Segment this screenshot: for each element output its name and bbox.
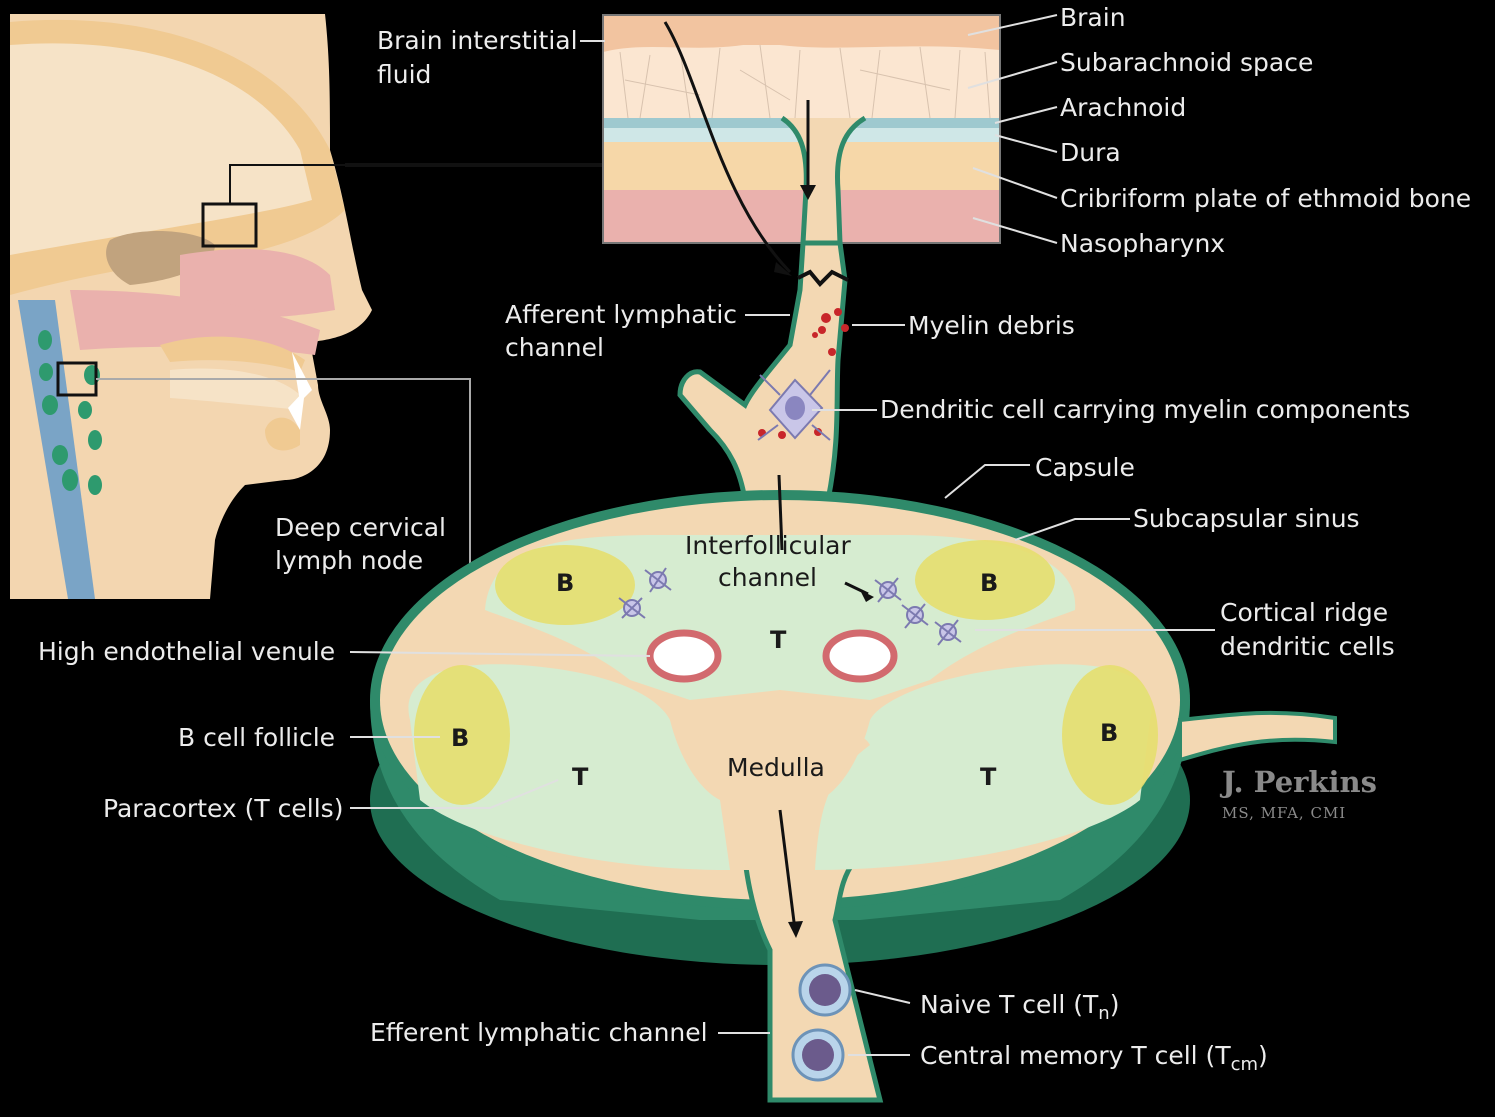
artist-signature: J. Perkins — [1219, 765, 1377, 799]
label-central-memory-t-cell: Central memory T cell (Tcm) — [920, 1041, 1268, 1075]
label-dura: Dura — [1060, 138, 1121, 167]
lymph-node — [370, 243, 1335, 1100]
label-efferent: Efferent lymphatic channel — [370, 1018, 708, 1047]
brain-layer — [603, 15, 1000, 50]
label-afferent-channel: channel — [505, 333, 604, 362]
label-naive-t-cell: Naive T cell (Tn) — [920, 990, 1119, 1024]
label-interfollicular-channel: channel — [718, 563, 817, 592]
label-capsule: Capsule — [1035, 453, 1135, 482]
label-nasopharynx: Nasopharynx — [1060, 229, 1225, 258]
label-hev: High endothelial venule — [38, 637, 335, 666]
label-dendritic-cells: dendritic cells — [1220, 632, 1395, 661]
right-lymphatic — [1180, 713, 1335, 760]
label-paracortex: Paracortex (T cells) — [103, 794, 343, 823]
subarachnoid-layer — [603, 45, 1000, 120]
head-sagittal-panel — [10, 14, 475, 599]
label-medulla: Medulla — [727, 753, 825, 782]
label-subarachnoid: Subarachnoid space — [1060, 48, 1313, 77]
label-subcapsular-sinus: Subcapsular sinus — [1133, 504, 1360, 533]
letter-t-left: T — [572, 763, 589, 791]
label-lymph-node: lymph node — [275, 546, 423, 575]
central-memory-t-cell — [793, 1030, 843, 1080]
naive-t-cell — [800, 965, 850, 1015]
letter-b-upper-right: B — [980, 569, 998, 597]
label-brain-interstitial: Brain interstitial — [377, 26, 578, 55]
artist-credentials: MS, MFA, CMI — [1222, 804, 1346, 822]
label-dendritic-cell: Dendritic cell carrying myelin component… — [880, 395, 1410, 424]
label-deep-cervical: Deep cervical — [275, 513, 446, 542]
label-b-cell-follicle: B cell follicle — [178, 723, 335, 752]
cribriform-inset — [603, 15, 1000, 243]
label-interfollicular: Interfollicular — [685, 531, 851, 560]
label-cribriform: Cribriform plate of ethmoid bone — [1060, 184, 1471, 213]
label-cortical-ridge: Cortical ridge — [1220, 598, 1388, 627]
label-afferent: Afferent lymphatic — [505, 300, 737, 329]
letter-t-center: T — [770, 626, 787, 654]
hev-left — [650, 633, 718, 679]
label-brain: Brain — [1060, 3, 1126, 32]
letter-b-upper-left: B — [556, 569, 574, 597]
hev-right — [826, 633, 894, 679]
letter-t-right: T — [980, 763, 997, 791]
letter-b-right: B — [1100, 719, 1118, 747]
label-fluid: fluid — [377, 60, 431, 89]
letter-b-left: B — [451, 724, 469, 752]
label-myelin-debris: Myelin debris — [908, 311, 1075, 340]
label-arachnoid: Arachnoid — [1060, 93, 1186, 122]
